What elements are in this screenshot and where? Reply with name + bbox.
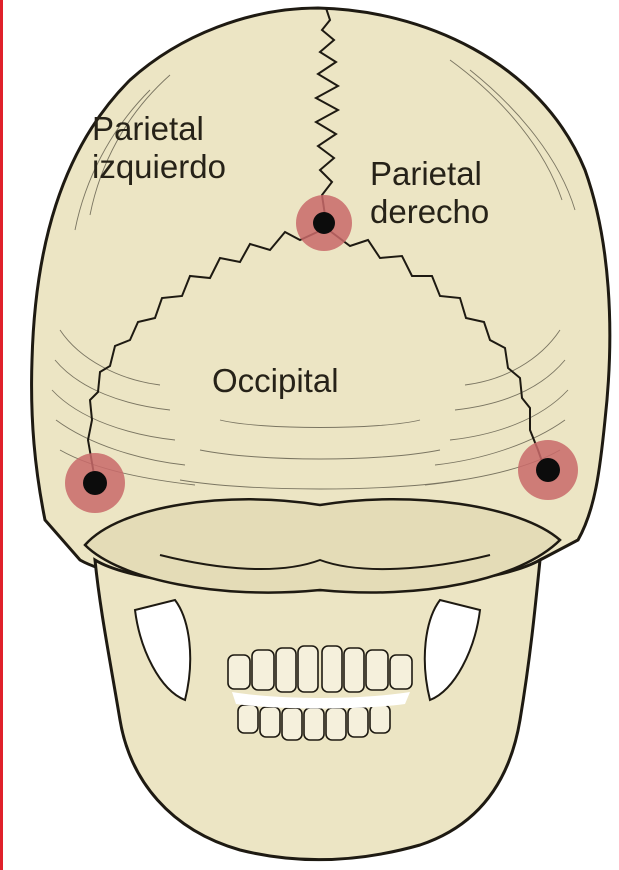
occipital-label: Occipital — [212, 362, 339, 400]
left-asterion-marker — [65, 453, 125, 513]
left-parietal-line1: Parietal — [92, 110, 226, 148]
lower-teeth — [238, 705, 390, 740]
lambda-marker — [296, 195, 352, 251]
right-parietal-label: Parietal derecho — [370, 155, 489, 231]
right-parietal-line1: Parietal — [370, 155, 489, 193]
occipital-base — [85, 499, 560, 592]
left-parietal-label: Parietal izquierdo — [92, 110, 226, 186]
right-parietal-line2: derecho — [370, 193, 489, 231]
right-asterion-marker — [518, 440, 578, 500]
left-parietal-line2: izquierdo — [92, 148, 226, 186]
